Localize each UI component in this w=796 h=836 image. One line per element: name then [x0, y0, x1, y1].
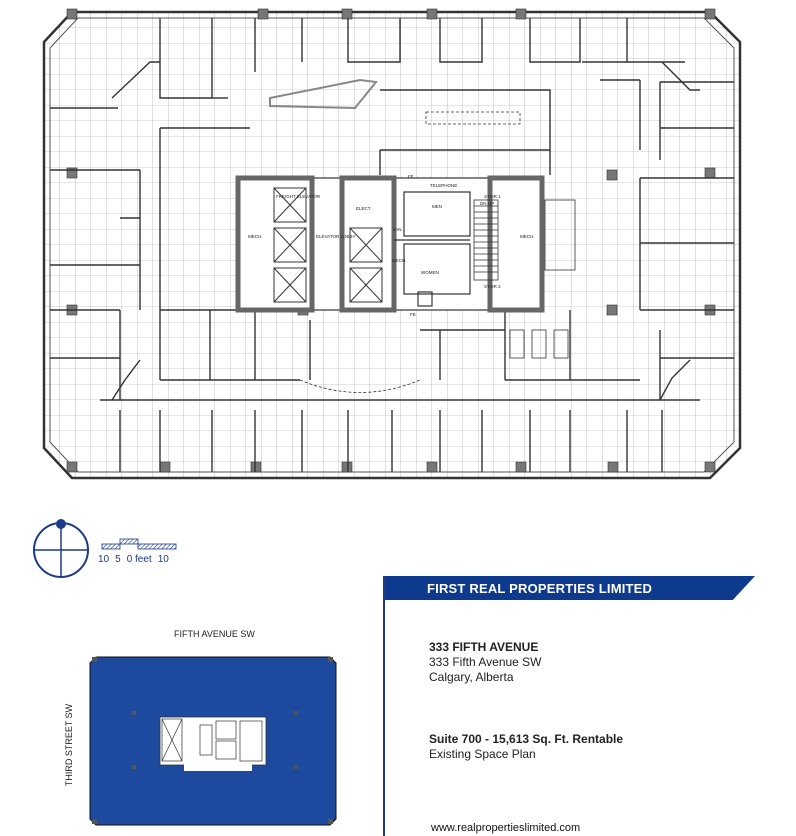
scale-label-10b: 10	[157, 554, 169, 565]
company-name: FIRST REAL PROPERTIES LIMITED	[427, 581, 653, 596]
label-fe-top: FE	[408, 174, 414, 179]
info-panel: FIRST REAL PROPERTIES LIMITED 333 FIFTH …	[383, 576, 796, 836]
scale-label-10: 10	[98, 554, 110, 565]
company-banner	[385, 576, 755, 600]
label-mech-right: MECH.	[520, 234, 535, 239]
label-dn: DN	[480, 201, 487, 206]
label-telephone: TELEPHONE	[430, 183, 457, 188]
plan-type: Existing Space Plan	[429, 747, 536, 761]
interior-walls	[50, 18, 734, 472]
scale-label-5: 5	[115, 554, 121, 565]
plan-labels: FREIGHT ELEVATOR MECH. ELEVATOR LOBBY EL…	[248, 174, 535, 317]
north-arrow-icon	[33, 519, 89, 578]
label-freight-elevator: FREIGHT ELEVATOR	[276, 194, 321, 199]
scale-bar	[101, 538, 177, 550]
scale-labels: 10 5 0 feet 10	[98, 554, 175, 565]
floor-plan: FREIGHT ELEVATOR MECH. ELEVATOR LOBBY EL…	[42, 8, 742, 480]
address-line2: Calgary, Alberta	[429, 670, 514, 684]
label-fe-bottom: FE	[410, 312, 416, 317]
keyplan-street-top: FIFTH AVENUE SW	[174, 629, 255, 639]
website-link[interactable]: www.realpropertieslimited.com	[431, 822, 581, 834]
label-stair-2: STAIR 2	[484, 284, 501, 289]
corner-walls	[111, 61, 700, 401]
suite-block: Suite 700 - 15,613 Sq. Ft. Rentable Exis…	[429, 732, 623, 762]
misc-features	[269, 78, 576, 393]
label-men: MEN	[432, 204, 442, 209]
label-elect: ELECT.	[356, 206, 371, 211]
suite-info: Suite 700 - 15,613 Sq. Ft. Rentable	[429, 732, 624, 746]
label-up: UP	[488, 201, 494, 206]
label-mech-center: MECH.	[392, 258, 407, 263]
label-women: WOMEN	[421, 270, 439, 275]
label-stair-1: STAIR 1	[484, 194, 501, 199]
keyplan-street-left: THIRD STREET SW	[64, 703, 74, 787]
address-line1: 333 Fifth Avenue SW	[429, 655, 542, 669]
label-mech-left: MECH.	[248, 234, 263, 239]
label-elevator-lobby: ELEVATOR LOBBY	[316, 234, 356, 239]
address-block: 333 FIFTH AVENUE 333 Fifth Avenue SW Cal…	[429, 640, 542, 685]
scale-label-0: 0 feet	[126, 554, 152, 565]
building-core	[235, 175, 545, 313]
building-name: 333 FIFTH AVENUE	[429, 640, 539, 654]
key-plan	[89, 656, 337, 826]
label-jan: JAN.	[393, 227, 403, 232]
